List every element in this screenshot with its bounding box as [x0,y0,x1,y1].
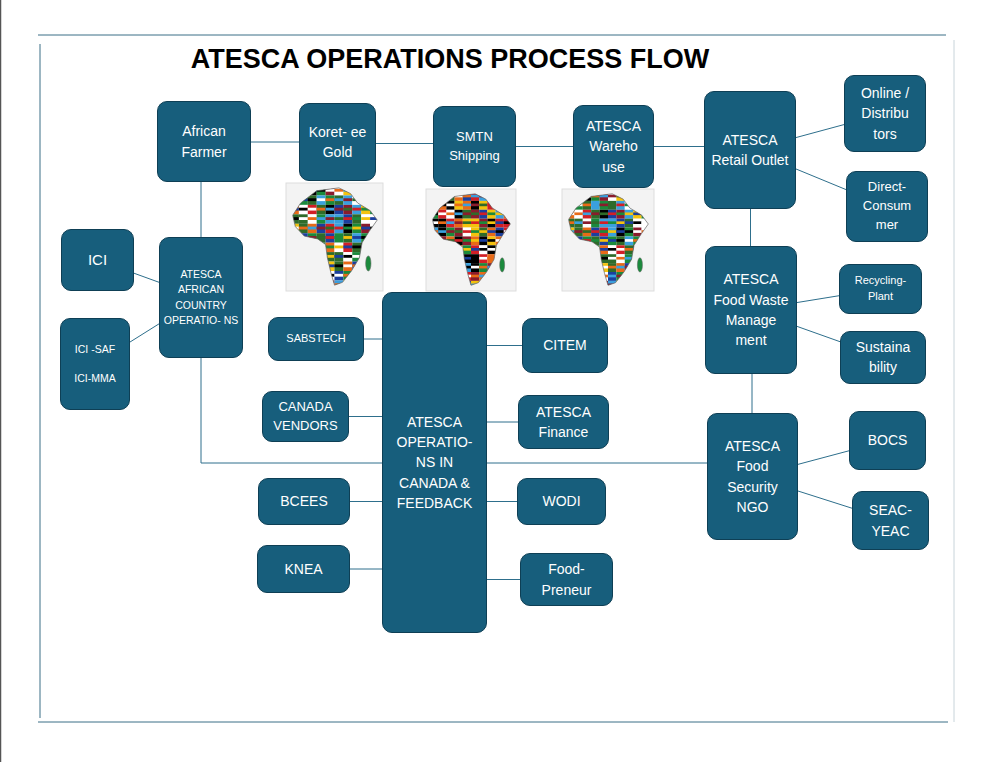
connector-line [251,142,299,143]
process-box: Recycling- Plant [839,264,922,314]
box-label: BOCS [868,430,908,450]
connector-line [201,182,202,237]
flag-map [562,189,654,291]
process-box: WODI [517,478,606,525]
box-label: ATESCA Wareho use [577,116,650,177]
connector-line [134,273,159,282]
box-label: SMTN Shipping [437,128,512,166]
box-label: ATESCA Retail Outlet [708,130,792,171]
process-box: ICI -SAF ICI-MMA [60,318,130,410]
process-box: ATESCA Wareho use [573,105,654,188]
connector-line [796,169,846,190]
process-box: SABSTECH [268,317,364,361]
box-label: Food- Preneur [524,559,609,600]
connector-line [654,146,704,147]
connector-line [364,339,382,340]
process-box: ATESCA Finance [518,395,609,449]
connector-line [750,209,751,246]
connector-line [487,463,707,464]
box-label: SEAC- YEAC [856,500,925,541]
process-box: SMTN Shipping [433,106,516,187]
process-box: African Farmer [157,101,251,182]
box-label: Recycling- Plant [843,273,918,305]
frame-line [954,40,955,722]
process-box: Koret- ee Gold [299,103,376,181]
box-label: ATESCA Food Waste Manage ment [709,269,793,350]
box-label: Koret- ee Gold [303,122,372,163]
frame-line [38,722,948,723]
box-label: ICI -SAF [75,342,115,357]
diagram-title: ATESCA OPERATIONS PROCESS FLOW [150,44,750,75]
process-box: ATESCA OPERATIO- NS IN CANADA & FEEDBACK [382,292,487,633]
box-label: BCEES [280,491,327,511]
connector-line [487,345,522,346]
process-box: SEAC- YEAC [852,491,929,550]
box-label: WODI [542,491,580,511]
connector-line [201,358,382,463]
process-box: KNEA [257,545,350,593]
box-label: ICI [88,249,107,271]
box-label: ATESCA OPERATIO- NS IN CANADA & FEEDBACK [386,412,483,513]
process-box: CITEM [522,318,608,373]
frame-line [40,44,41,718]
connector-line [487,501,517,502]
connector-line [130,324,159,342]
process-box: BCEES [258,478,350,525]
page-edge [0,0,1,762]
connector-line [350,501,382,502]
connector-line [516,146,573,147]
process-box: Sustaina bility [840,331,926,384]
flag-map [426,189,516,291]
box-label: Sustaina bility [844,337,922,378]
box-label: ICI-MMA [74,371,115,386]
process-box: ATESCA Food Waste Manage ment [705,246,797,374]
connector-line [349,416,382,417]
connector-line [798,491,852,508]
connector-line [487,579,520,580]
connector-line [752,374,753,413]
process-box: CANADA VENDORS [262,391,349,442]
box-label: KNEA [284,559,322,579]
box-label: African Farmer [161,121,247,162]
process-box: ATESCA Food Security NGO [707,413,798,540]
frame-line [38,35,946,36]
flag-map [286,183,383,291]
connector-line [796,125,844,138]
connector-line [487,422,518,423]
process-box: BOCS [849,411,926,470]
connector-line [797,326,840,341]
connector-line [376,143,433,144]
box-label: ATESCA Finance [522,402,605,443]
connector-line [798,451,849,465]
connector-line [350,569,382,570]
process-box: ICI [61,229,134,291]
box-label: ATESCA AFRICAN COUNTRY OPERATIO- NS [163,267,239,328]
connector-line [797,296,839,303]
box-label: CANADA VENDORS [266,398,345,436]
box-label: CITEM [543,335,587,355]
box-label: ATESCA Food Security NGO [711,436,794,517]
process-box: ATESCA Retail Outlet [704,91,796,209]
process-box: Online / Distribu tors [844,75,926,152]
box-label: SABSTECH [286,331,345,347]
process-box: Food- Preneur [520,553,613,606]
box-label: Online / Distribu tors [848,83,922,144]
box-label: Direct- Consum mer [850,178,924,235]
process-box: ATESCA AFRICAN COUNTRY OPERATIO- NS [159,237,243,358]
process-box: Direct- Consum mer [846,171,928,242]
